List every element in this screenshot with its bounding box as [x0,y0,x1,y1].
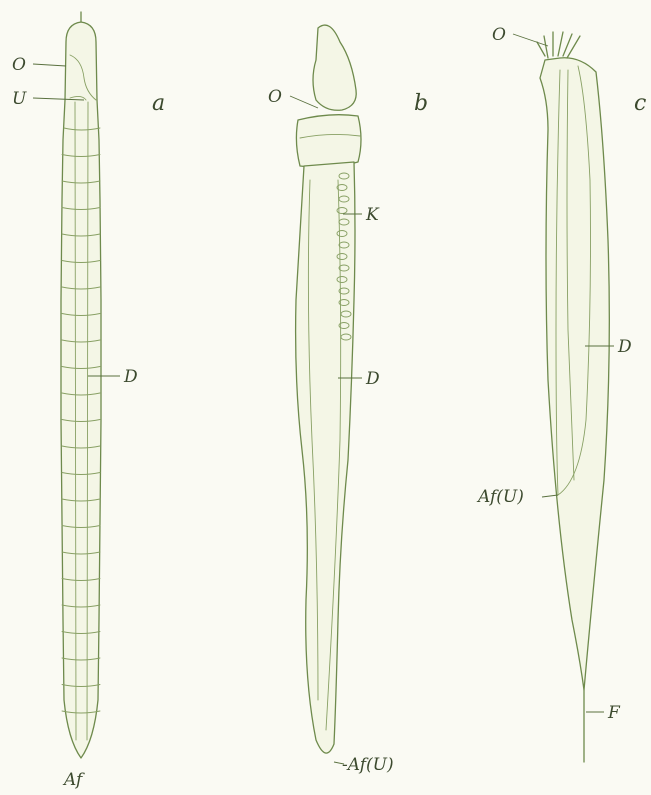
figure-c-head-cilia [537,32,580,58]
figure-letter-b: b [414,91,428,116]
label-a-Af: Af [62,770,85,790]
label-b-O: O [268,87,282,107]
label-a-U: U [12,89,27,109]
label-a-D: D [123,367,138,387]
label-c-O: O [492,25,506,45]
figure-c-body-outline [540,58,609,690]
label-b-K: K [365,205,380,225]
figure-b-trunk [296,162,355,753]
label-c-F: F [607,703,621,723]
figure-letter-c: c [634,91,646,116]
figure-c [537,32,609,762]
figure-b-collar [296,115,361,168]
figure-letter-a: a [152,91,165,116]
label-c-D: D [617,337,632,357]
figure-b-proboscis [313,25,356,110]
figure-b [296,25,361,753]
figure-a-body-outline [61,22,101,758]
label-c-Af: Af(U) [476,487,524,507]
figure-a [61,12,101,758]
label-b-Af: -Af(U) [342,755,394,775]
label-b-D: D [365,369,380,389]
label-a-O: O [12,55,26,75]
